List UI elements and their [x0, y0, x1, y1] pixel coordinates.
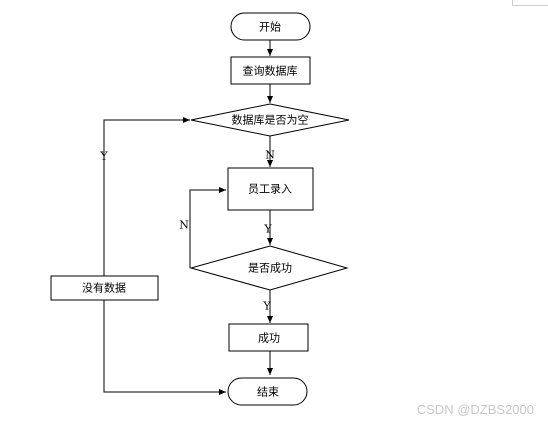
db-empty-decision	[190, 103, 350, 137]
success-label: 成功	[258, 332, 280, 345]
start-terminator	[230, 12, 311, 41]
employee-entry-label: 员工录入	[248, 183, 292, 196]
watermark: CSDN @DZBS2000	[416, 402, 534, 417]
query-db-label: 查询数据库	[243, 64, 298, 78]
db-empty-label: 数据库是否为空	[232, 113, 309, 127]
end-label: 结束	[257, 386, 279, 399]
success-box	[228, 323, 309, 352]
edge-decision-nodata-upper	[103, 117, 190, 276]
edge-nodata-end	[103, 300, 226, 395]
no-data-box	[50, 275, 159, 301]
is-success-decision	[189, 245, 349, 291]
edge-check-retry	[189, 187, 226, 268]
edge-label-entry-check: Y	[263, 223, 272, 236]
is-success-label: 是否成功	[248, 262, 292, 275]
start-label: 开始	[259, 20, 281, 34]
edge-label-db-empty-yes: Y	[99, 150, 108, 163]
employee-entry-box	[227, 167, 314, 211]
end-terminator	[227, 377, 308, 406]
corner-divider	[512, 0, 548, 6]
edge-label-check-success: Y	[262, 300, 271, 313]
query-db-box	[230, 56, 311, 85]
edge-label-check-fail: N	[179, 219, 189, 232]
edge-label-db-empty-no: N	[265, 149, 275, 162]
no-data-label: 没有数据	[82, 281, 126, 295]
